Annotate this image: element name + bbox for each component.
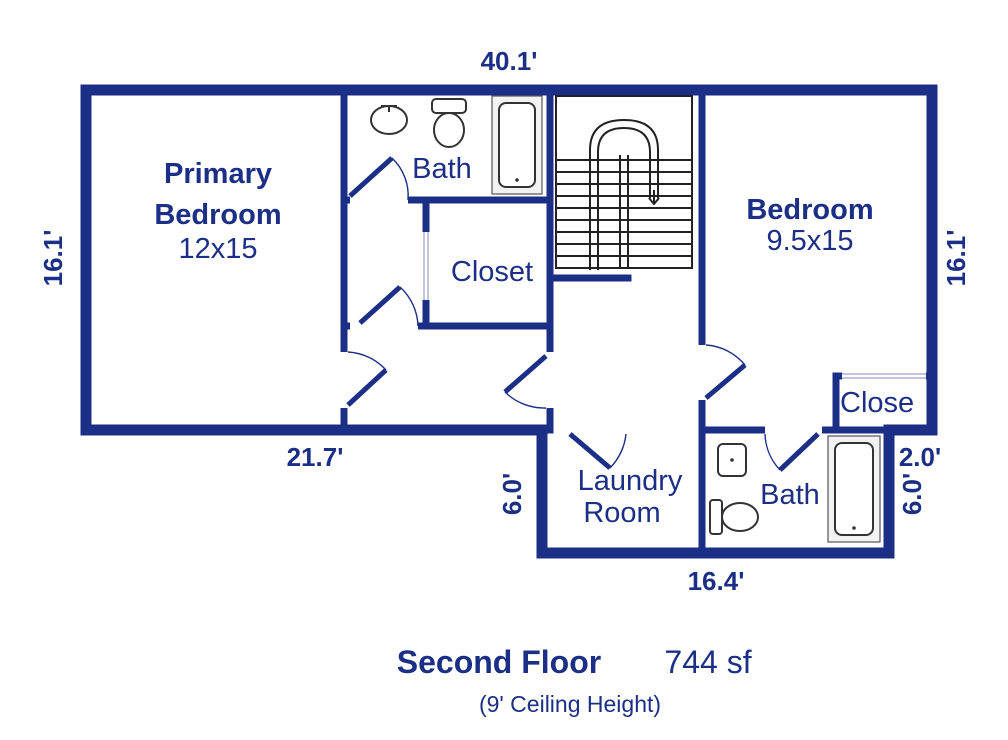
primary-bedroom-label: Bedroom [154,199,281,231]
bathtub-icon [491,95,543,195]
primary-bedroom-size: 12x15 [178,233,257,265]
sink-icon [717,443,747,477]
dimension-right-depth: 16.1' [941,230,971,287]
dimension-bath-offset: 2.0' [899,442,941,472]
dimension-labels: 40.1' 16.1' 16.1' 21.7' 6.0' 6.0' 2.0' 1… [38,46,971,596]
bath-label: Bath [760,479,820,511]
floor-area: 744 sf [664,644,751,680]
dimension-bottom-left-width: 21.7' [287,442,344,472]
primary-bedroom-label: Primary [164,158,272,190]
closet-label: Closet [451,256,533,288]
toilet-icon [709,499,759,535]
dimension-laundry-depth: 6.0' [497,473,527,515]
ceiling-height-note: (9' Ceiling Height) [479,691,661,717]
bedroom-label: Bedroom [746,194,873,226]
dimension-top-width: 40.1' [481,46,538,76]
room-labels: Primary Bedroom 12x15 Bath Closet Bedroo… [154,153,914,529]
fixtures [370,95,881,543]
bedroom-size: 9.5x15 [766,225,853,257]
staircase [555,95,693,270]
dimension-left-depth: 16.1' [38,230,68,287]
laundry-label: Room [583,497,660,529]
dimension-bath-depth: 6.0' [897,473,927,515]
toilet-icon [431,98,467,148]
dimension-bottom-right-width: 16.4' [688,566,745,596]
laundry-label: Laundry [578,465,683,497]
sink-icon [370,105,408,135]
exterior-walls [80,84,938,559]
bath-label: Bath [412,153,472,185]
bathtub-icon [827,435,881,543]
doors [339,156,926,472]
floor-caption: Second Floor 744 sf (9' Ceiling Height) [397,644,752,717]
floor-title: Second Floor [397,644,601,680]
bedroom-closet-label: Close [840,387,914,419]
